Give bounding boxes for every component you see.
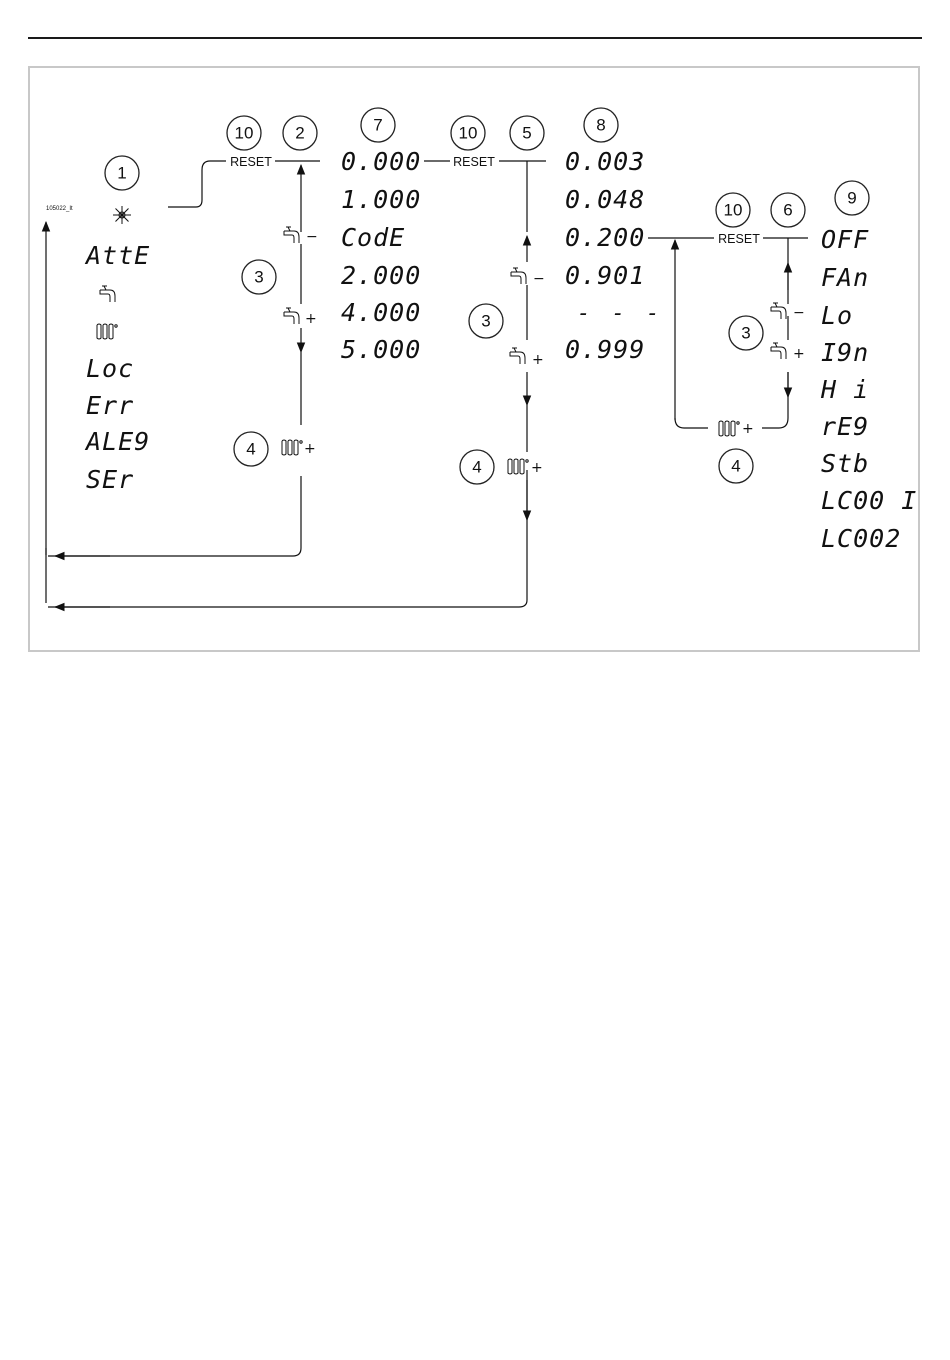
svg-text:2: 2 xyxy=(295,124,304,143)
mode-aleg: ALE9 xyxy=(84,427,150,456)
value-9-0: OFF xyxy=(821,225,869,254)
callout-7: 7 xyxy=(361,108,395,142)
callout-3-a: 3 xyxy=(242,260,276,294)
value-8-3: 0.901 xyxy=(565,261,645,290)
svg-text:9: 9 xyxy=(847,189,856,208)
value-9-3: I9n xyxy=(821,338,869,367)
callout-5: 5 xyxy=(510,116,544,150)
value-8-1: 0.048 xyxy=(565,185,645,214)
svg-text:4: 4 xyxy=(472,458,481,477)
svg-text:+: + xyxy=(742,421,754,437)
value-9-2: Lo xyxy=(821,301,853,330)
callout-9: 9 xyxy=(835,181,869,215)
reset-label-a: RESET xyxy=(230,155,272,169)
svg-text:+: + xyxy=(305,311,317,327)
tap-minus-icon-b xyxy=(511,268,526,284)
svg-text:−: − xyxy=(306,229,318,245)
value-9-8: LC002 xyxy=(821,524,901,553)
svg-text:10: 10 xyxy=(724,201,743,220)
svg-text:7: 7 xyxy=(373,116,382,135)
callout-10-a: 10 xyxy=(227,116,261,150)
radiator-plus-icon-a xyxy=(282,440,302,455)
callout-4-c: 4 xyxy=(719,449,753,483)
value-9-4: H i xyxy=(820,375,869,404)
mode-err: Err xyxy=(86,391,134,420)
svg-text:8: 8 xyxy=(596,116,605,135)
radiator-plus-icon-b xyxy=(508,459,528,474)
tap-plus-icon-a xyxy=(284,308,299,324)
value-7-0: 0.000 xyxy=(341,147,421,176)
svg-text:+: + xyxy=(793,346,805,362)
svg-text:+: + xyxy=(532,352,544,368)
snowflake-icon xyxy=(113,206,131,224)
callout-10-b: 10 xyxy=(451,116,485,150)
tap-minus-icon-a xyxy=(284,227,299,243)
value-9-6: Stb xyxy=(821,449,869,478)
callout-4-b: 4 xyxy=(460,450,494,484)
value-7-4: 4.000 xyxy=(341,298,421,327)
mode-ser: SEr xyxy=(86,465,134,494)
value-9-1: FAn xyxy=(821,263,869,292)
callout-8: 8 xyxy=(584,108,618,142)
value-9-5: rE9 xyxy=(821,412,869,441)
svg-text:+: + xyxy=(531,460,543,476)
value-7-3: 2.000 xyxy=(341,261,421,290)
svg-text:3: 3 xyxy=(254,268,263,287)
mode-loc: Loc xyxy=(86,354,134,383)
callout-3-b: 3 xyxy=(469,304,503,338)
svg-text:+: + xyxy=(304,441,316,457)
figure-code: 105022_It xyxy=(46,206,73,212)
callout-3-c: 3 xyxy=(729,316,763,350)
tap-minus-icon-c xyxy=(771,303,786,319)
value-8-4: - - - xyxy=(577,301,663,326)
mode-atte: AttE xyxy=(84,241,150,270)
value-7-2: CodE xyxy=(341,223,405,252)
callout-10-c: 10 xyxy=(716,193,750,227)
radiator-plus-icon-c xyxy=(719,421,739,436)
value-8-5: 0.999 xyxy=(565,335,645,364)
svg-text:6: 6 xyxy=(783,201,792,220)
value-8-0: 0.003 xyxy=(565,147,645,176)
tap-icon xyxy=(100,286,115,302)
svg-text:−: − xyxy=(533,271,545,287)
callout-6: 6 xyxy=(771,193,805,227)
callout-1: 1 xyxy=(105,156,139,190)
svg-text:−: − xyxy=(793,305,805,321)
value-8-2: 0.200 xyxy=(565,223,645,252)
value-7-5: 5.000 xyxy=(341,335,421,364)
radiator-icon xyxy=(97,324,117,339)
svg-text:10: 10 xyxy=(235,124,254,143)
svg-text:4: 4 xyxy=(246,440,255,459)
callout-2: 2 xyxy=(283,116,317,150)
svg-text:4: 4 xyxy=(731,457,740,476)
value-7-1: 1.000 xyxy=(341,185,421,214)
svg-text:3: 3 xyxy=(481,312,490,331)
svg-text:5: 5 xyxy=(522,124,531,143)
svg-text:10: 10 xyxy=(459,124,478,143)
svg-text:3: 3 xyxy=(741,324,750,343)
reset-label-b: RESET xyxy=(453,155,495,169)
callout-4-a: 4 xyxy=(234,432,268,466)
svg-text:1: 1 xyxy=(117,164,126,183)
tap-plus-icon-b xyxy=(510,348,525,364)
reset-label-c: RESET xyxy=(718,232,760,246)
value-9-7: LC00 I xyxy=(821,486,917,515)
tap-plus-icon-c xyxy=(771,343,786,359)
